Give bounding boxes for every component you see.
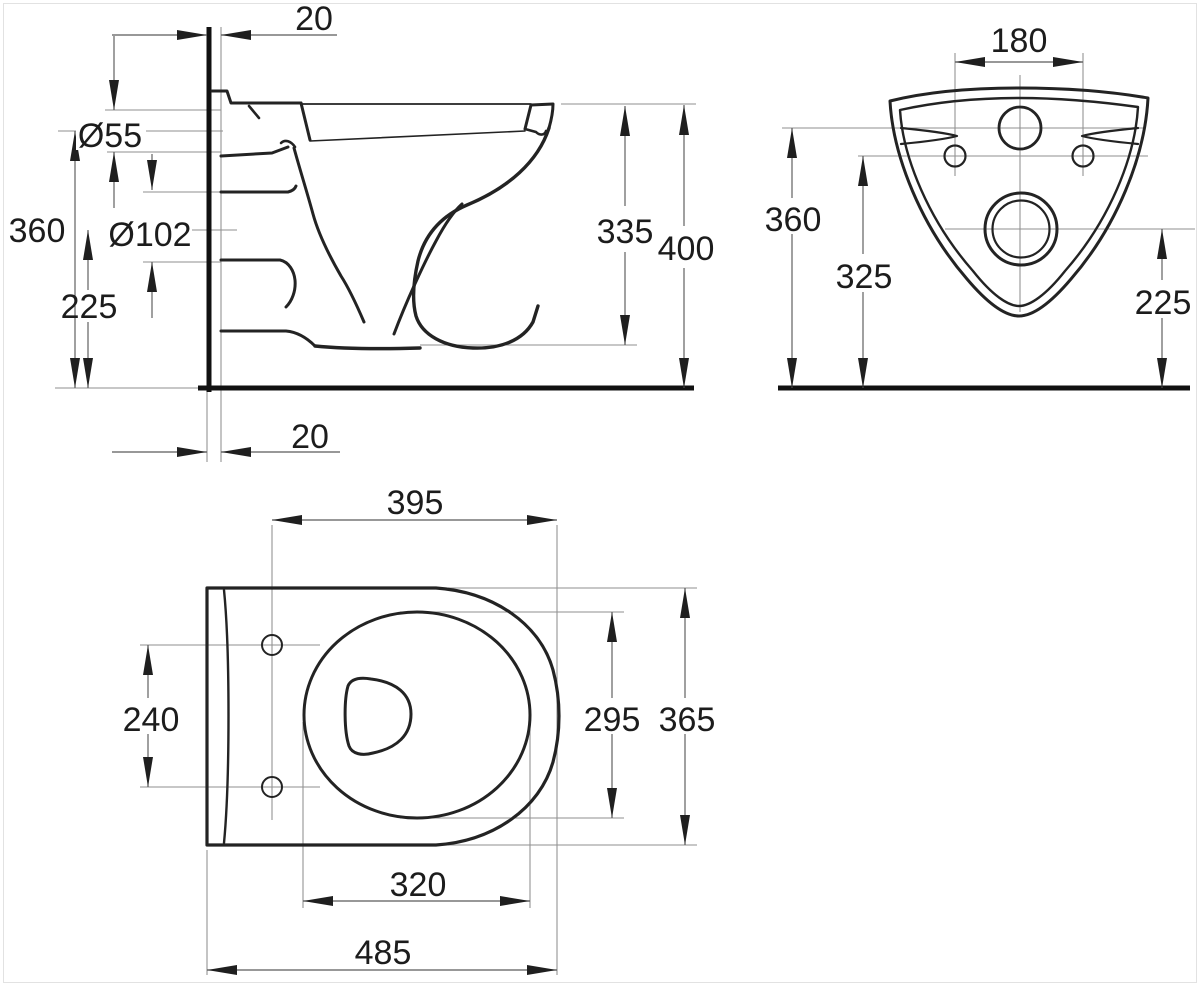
dim-rear-hole-height: 325 [836, 258, 893, 296]
rear-dimensions: 180 360 325 225 [765, 22, 1192, 388]
dim-top-opening-width: 295 [584, 701, 641, 739]
seat-fixing-hole-bottom [261, 776, 283, 798]
side-toilet-outline [210, 89, 555, 351]
dim-top-hole-spacing: 240 [123, 701, 180, 739]
water-inlet-hole [997, 105, 1043, 151]
fixing-hole-left [943, 144, 967, 168]
top-toilet-outline [205, 586, 561, 847]
dim-side-wall-gap-top: 20 [295, 0, 333, 38]
dim-side-outlet-height: 225 [61, 288, 118, 326]
dim-rear-inlet-height: 360 [765, 201, 822, 239]
dim-side-wall-gap-bottom: 20 [291, 418, 329, 456]
dim-top-overall-length: 485 [355, 934, 412, 972]
dim-rear-outlet-height: 225 [1135, 284, 1192, 322]
dim-side-inlet-height: 360 [9, 212, 66, 250]
seat-fixing-hole-top [261, 634, 283, 656]
side-view: 20 Ø55 Ø102 360 225 335 400 20 [9, 0, 715, 462]
right-flush-slot [1080, 126, 1140, 146]
dim-top-overall-width: 365 [659, 701, 716, 739]
back-edge-inner-line [222, 588, 230, 845]
outlet-hole-inner [991, 199, 1051, 259]
left-flush-slot [899, 126, 959, 146]
rear-view: 180 360 325 225 [765, 22, 1195, 391]
dim-side-outlet-diameter: Ø102 [108, 216, 191, 254]
rear-toilet-outline [888, 86, 1150, 318]
dim-side-inlet-diameter: Ø55 [78, 117, 142, 155]
dim-side-rim-height: 400 [658, 230, 715, 268]
dim-top-holes-to-front: 395 [387, 484, 444, 522]
top-dimensions: 395 240 295 365 320 485 [123, 484, 716, 975]
top-view: 395 240 295 365 320 485 [123, 484, 716, 975]
dim-side-rim-to-bowl: 335 [597, 213, 654, 251]
rear-extension-lines [782, 53, 1195, 312]
outlet-hole-outer [983, 191, 1059, 267]
dim-rear-hole-spacing: 180 [991, 22, 1048, 60]
drain-opening [343, 676, 413, 756]
fixing-hole-right [1071, 144, 1095, 168]
bowl-opening [302, 610, 532, 820]
image-border [3, 3, 1197, 983]
side-dimensions: 20 Ø55 Ø102 360 225 335 400 20 [9, 0, 715, 457]
dim-top-opening-length: 320 [390, 866, 447, 904]
